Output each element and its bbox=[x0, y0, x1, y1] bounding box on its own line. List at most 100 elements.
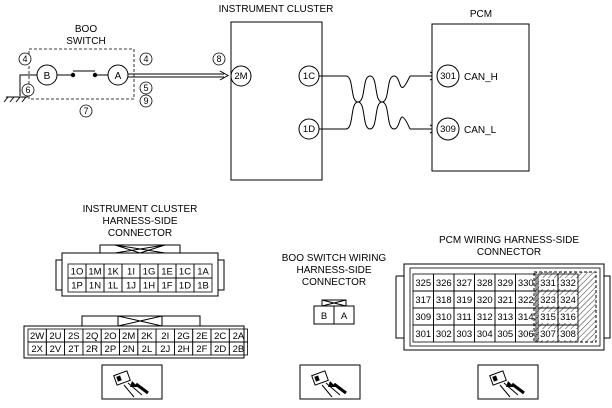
pcm-hatched-label-backing bbox=[539, 312, 557, 323]
pcm-hatched-pin-label: 315 bbox=[540, 312, 556, 323]
circle-number-4-left: 4 bbox=[18, 52, 32, 66]
boo-terminal-b: B bbox=[36, 64, 58, 86]
circle-number-9: 9 bbox=[139, 94, 153, 108]
ic-upper-pin-label: 1H bbox=[143, 281, 155, 292]
pcm-hatched-label-backing bbox=[559, 312, 577, 323]
pcm-hatched-cell bbox=[557, 324, 579, 343]
pcm-hatched-label-backing bbox=[539, 278, 557, 289]
pcm-hatched-label-backing bbox=[559, 278, 577, 289]
pcm-hatched-pin-label: 324 bbox=[560, 295, 576, 306]
circle-number-7: 7 bbox=[79, 104, 93, 118]
pcm-hatched-label-backing bbox=[539, 329, 557, 340]
ic-upper-pin-label: 1A bbox=[197, 267, 209, 278]
pcm-hatched-pin-label: 316 bbox=[560, 312, 576, 323]
boo-terminal-a: A bbox=[107, 64, 129, 86]
ic-lower-pin-label: 2H bbox=[177, 344, 189, 355]
ic-lower-pin-label: 2A bbox=[233, 331, 245, 342]
ic-lower-pin-label: 2F bbox=[196, 344, 207, 355]
svg-text:4: 4 bbox=[22, 54, 27, 64]
pcm-connector-title-line2: CONNECTOR bbox=[477, 247, 541, 258]
can-l-label: CAN_L bbox=[464, 125, 497, 136]
ic-lower-pin-label: 2C bbox=[214, 331, 226, 342]
twisted-pair bbox=[345, 75, 411, 130]
ic-upper-pin-label: 1M bbox=[88, 267, 101, 278]
ic-lower-pin-label: 2B bbox=[233, 344, 245, 355]
pcm-pin-label: 328 bbox=[477, 278, 493, 289]
ic-lower-pin-label: 2G bbox=[177, 331, 190, 342]
ic-lower-pin-label: 2U bbox=[49, 331, 61, 342]
pcm-pin-label: 320 bbox=[477, 295, 493, 306]
ground-wire bbox=[19, 74, 37, 96]
ic-upper-pin-label: 1O bbox=[71, 267, 84, 278]
boo-connector-body: B A bbox=[313, 299, 355, 325]
ic-upper-pin-label: 1N bbox=[89, 281, 101, 292]
ic-lower-pin-label: 2S bbox=[68, 331, 80, 342]
pcm-hatched-pin-label: 331 bbox=[540, 278, 556, 289]
ic-upper-pin-label: 1B bbox=[197, 281, 209, 292]
ic-lower-pin-label: 2N bbox=[123, 344, 135, 355]
ic-lower-cell bbox=[228, 341, 249, 356]
ic-upper-pin-label: 1C bbox=[179, 267, 191, 278]
svg-text:4: 4 bbox=[143, 54, 148, 64]
connector-view-icon bbox=[101, 364, 163, 400]
pcm-pin-label: 309 bbox=[415, 312, 431, 323]
ic-upper-pin-label: 1K bbox=[107, 267, 119, 278]
ic-lower-pin-label: 2J bbox=[160, 344, 170, 355]
ic-lower-pin-label: 2W bbox=[30, 331, 44, 342]
svg-text:301: 301 bbox=[440, 71, 456, 82]
svg-text:1D: 1D bbox=[303, 124, 315, 135]
ic-lower-pin-label: 2L bbox=[142, 344, 153, 355]
boo-connector-title-line3: CONNECTOR bbox=[302, 277, 366, 288]
pcm-title: PCM bbox=[470, 9, 492, 20]
ic-upper-pin-label: 1E bbox=[161, 267, 173, 278]
ic-connector-title-line2: HARNESS-SIDE bbox=[102, 216, 177, 227]
circle-number-8: 8 bbox=[212, 52, 226, 66]
svg-text:B: B bbox=[44, 71, 51, 82]
connector-view-icon bbox=[477, 364, 539, 400]
pcm-pin-label: 322 bbox=[518, 295, 534, 306]
ic-lower-pin-label: 2O bbox=[104, 331, 117, 342]
connector-view-icon bbox=[299, 364, 361, 400]
pcm-pin-label: 326 bbox=[436, 278, 452, 289]
pcm-pin-label: 314 bbox=[518, 312, 534, 323]
ic-upper-connector-latch bbox=[99, 244, 181, 253]
ic-lower-pin-label: 2Q bbox=[86, 331, 99, 342]
svg-text:2M: 2M bbox=[234, 71, 247, 82]
connector-arrow-2m bbox=[219, 70, 230, 81]
ic-upper-pin-label: 1G bbox=[143, 267, 156, 278]
pcm-hatched-label-backing bbox=[559, 329, 577, 340]
svg-text:309: 309 bbox=[440, 124, 456, 135]
ic-upper-cell bbox=[193, 277, 213, 293]
pcm-box bbox=[431, 23, 530, 172]
boo-switch-title-line1: BOO bbox=[75, 24, 97, 35]
pcm-pin-label: 302 bbox=[436, 329, 452, 340]
circle-number-6: 6 bbox=[21, 83, 35, 97]
boo-connector-pin-b: B bbox=[321, 311, 327, 322]
boo-connector-title-line2: HARNESS-SIDE bbox=[296, 265, 371, 276]
svg-text:7: 7 bbox=[83, 106, 88, 116]
pcm-pin-label: 330 bbox=[518, 278, 534, 289]
pcm-hatched-label-backing bbox=[559, 295, 577, 306]
instrument-cluster-title: INSTRUMENT CLUSTER bbox=[219, 4, 334, 15]
switch-contact-right bbox=[92, 72, 98, 78]
ic-lower-pin-label: 2K bbox=[141, 331, 153, 342]
svg-text:1C: 1C bbox=[303, 71, 315, 82]
ic-lower-pin-label: 2X bbox=[31, 344, 43, 355]
pcm-hatched-pin-label: 308 bbox=[560, 329, 576, 340]
pcm-pin-label: 321 bbox=[497, 295, 513, 306]
ic-lower-pin-label: 2M bbox=[122, 331, 135, 342]
pcm-cell bbox=[515, 324, 537, 343]
pcm-hatched-label-backing bbox=[539, 295, 557, 306]
ic-connector-title-line1: INSTRUMENT CLUSTER bbox=[83, 204, 198, 215]
ic-lower-pin-label: 2T bbox=[68, 344, 79, 355]
svg-text:5: 5 bbox=[143, 83, 148, 93]
pcm-pin-label: 305 bbox=[497, 329, 513, 340]
pcm-pin-label: 318 bbox=[436, 295, 452, 306]
pcm-hatched-pin-label: 332 bbox=[560, 278, 576, 289]
pcm-pin-label: 310 bbox=[436, 312, 452, 323]
pcm-pin-label: 311 bbox=[457, 312, 472, 323]
